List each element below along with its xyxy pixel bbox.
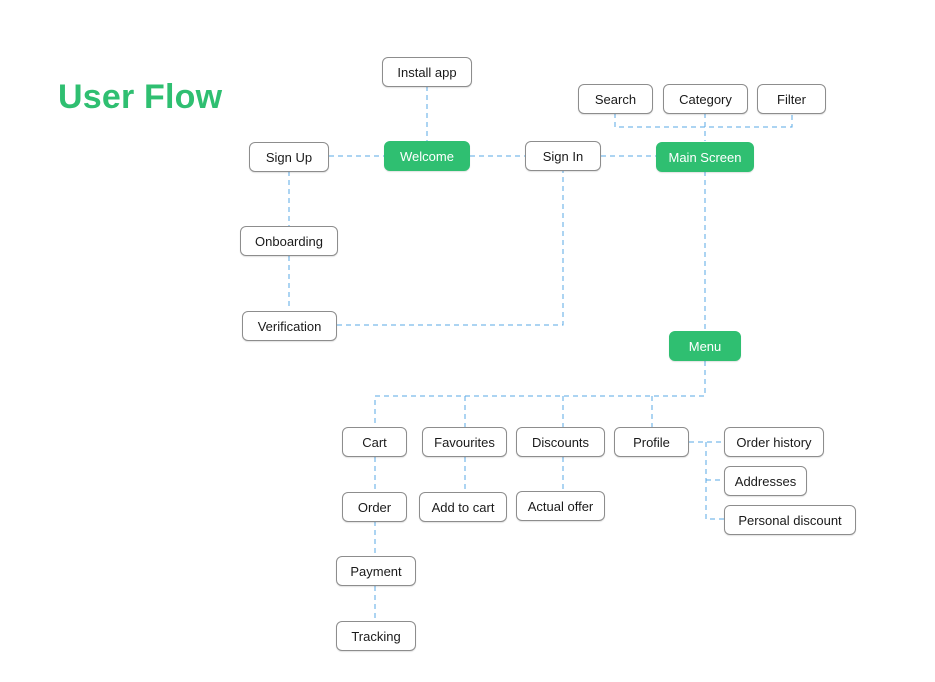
- diagram-title: User Flow: [58, 78, 223, 116]
- link-menu-bus: [374, 361, 706, 427]
- node-cart: Cart: [342, 427, 407, 457]
- node-filter: Filter: [757, 84, 826, 114]
- node-onboarding: Onboarding: [240, 226, 338, 256]
- link-profile-trunk: [705, 442, 724, 520]
- node-add-to-cart: Add to cart: [419, 492, 507, 522]
- node-payment: Payment: [336, 556, 416, 586]
- node-sign-in: Sign In: [525, 141, 601, 171]
- node-verification: Verification: [242, 311, 337, 341]
- node-sign-up: Sign Up: [249, 142, 329, 172]
- node-discounts: Discounts: [516, 427, 605, 457]
- node-personal-discount: Personal discount: [724, 505, 856, 535]
- node-favourites: Favourites: [422, 427, 507, 457]
- node-search: Search: [578, 84, 653, 114]
- node-main-screen: Main Screen: [656, 142, 754, 172]
- node-actual-offer: Actual offer: [516, 491, 605, 521]
- node-order: Order: [342, 492, 407, 522]
- node-category: Category: [663, 84, 748, 114]
- node-tracking: Tracking: [336, 621, 416, 651]
- node-welcome: Welcome: [384, 141, 470, 171]
- node-menu: Menu: [669, 331, 741, 361]
- link-search-bus: [614, 113, 793, 128]
- link-verification-signin: [337, 171, 564, 326]
- node-profile: Profile: [614, 427, 689, 457]
- node-order-history: Order history: [724, 427, 824, 457]
- node-install-app: Install app: [382, 57, 472, 87]
- node-addresses: Addresses: [724, 466, 807, 496]
